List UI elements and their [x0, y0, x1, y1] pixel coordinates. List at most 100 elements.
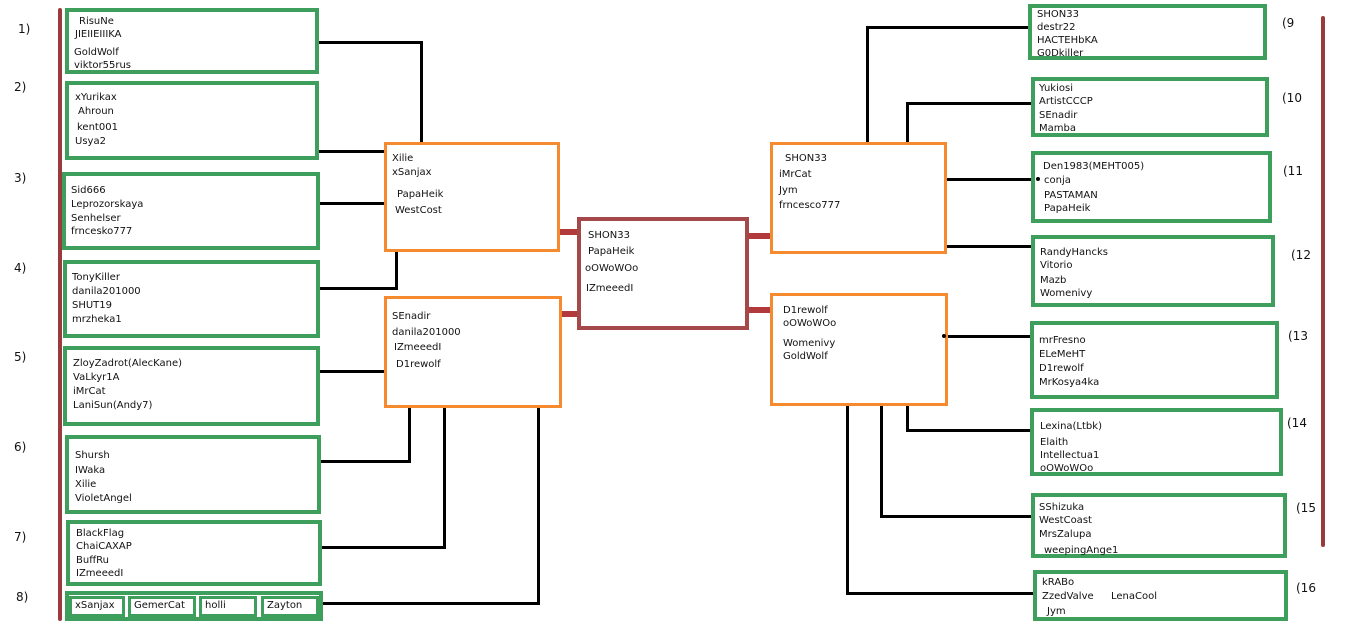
connector-line [318, 546, 446, 549]
group-13-box: mrFresno ELeMeHT D1rewolf MrKosya4ka [1030, 321, 1279, 399]
player-name: VaLkyr1A [73, 372, 120, 383]
player-name: Mamba [1039, 123, 1076, 134]
player-name: Vitorio [1040, 260, 1073, 271]
player-name: GemerCat [128, 596, 196, 617]
player-name: PASTAMAN [1044, 190, 1098, 201]
group-label: (13 [1288, 329, 1308, 343]
group-label: 2) [14, 80, 27, 94]
connector-line [880, 404, 883, 518]
player-name: VioletAngel [75, 493, 132, 504]
group-4-box: TonyKiller danila201000 SHUT19 mrzheka1 [63, 260, 320, 338]
player-name: Sid666 [71, 185, 106, 196]
player-name: Mazb [1040, 275, 1067, 286]
final-connector [559, 311, 581, 317]
final-connector [747, 233, 771, 239]
group-label: 1) [18, 22, 31, 36]
semi-right-top-box: SHON33 iMrCat Jym frncesco777 [770, 142, 947, 254]
group-1-box: RisuNe JIEIIEIIIKA GoldWolf viktor55rus [65, 8, 319, 74]
player-name: SHON33 [588, 230, 630, 241]
player-name: Zayton [261, 596, 319, 617]
group-label: (11 [1283, 164, 1303, 178]
player-name: xYurikax [75, 92, 117, 103]
connector-line [906, 404, 909, 432]
player-name: MrKosya4ka [1039, 377, 1100, 388]
group-16-box: kRABo ZzedValve LenaCool Jym [1033, 570, 1288, 621]
player-name: conja [1044, 175, 1071, 186]
group-label: 5) [14, 350, 27, 364]
player-name: destr22 [1037, 22, 1076, 33]
player-name: SHUT19 [72, 300, 113, 311]
player-name: G0Dkiller [1037, 48, 1084, 59]
semi-left-bottom-box: SEnadir danila201000 IZmeeedI D1rewolf [384, 296, 562, 408]
player-name: Jym [779, 185, 798, 196]
player-name: oOWoWOo [585, 263, 639, 274]
group-label: 6) [14, 440, 27, 454]
final-connector [745, 307, 773, 313]
connector-line [318, 150, 422, 153]
player-name: danila201000 [392, 327, 461, 338]
player-name: frncesko777 [71, 226, 133, 237]
group-10-box: Yukiosi ArtistCCCP SEnadir Mamba [1031, 77, 1269, 137]
player-name: GoldWolf [783, 351, 828, 362]
group-label: (16 [1296, 581, 1316, 595]
player-name: IZmeeedI [586, 283, 634, 294]
connector-line [906, 429, 1032, 432]
player-name: frncesco777 [779, 200, 841, 211]
player-name: weepingAnge1 [1044, 545, 1119, 556]
connector-line [944, 335, 1032, 338]
connector-line [906, 102, 1032, 105]
semi-left-top-box: Xilie xSanjax PapaHeik WestCost [384, 142, 560, 252]
player-name: IZmeeedI [76, 568, 124, 579]
group-label: (12 [1291, 248, 1311, 262]
group-3-box: Sid666 Leprozorskaya Senhelser frncesko7… [62, 172, 320, 250]
connector-line [880, 515, 1032, 518]
right-side-rule [1321, 16, 1325, 547]
player-name: RisuNe [79, 16, 114, 27]
player-name: SHON33 [1037, 9, 1079, 20]
connector-line [866, 26, 869, 144]
player-name: PapaHeik [397, 189, 444, 200]
connector-line [846, 404, 849, 595]
player-name: oOWoWOo [783, 318, 837, 329]
player-name: HACTEHbKA [1037, 35, 1098, 46]
connector-line [906, 102, 909, 144]
group-14-box: Lexina(Ltbk) Elaith Intellectua1 oOWoWOo [1030, 408, 1283, 476]
group-label: 7) [14, 530, 27, 544]
player-name: IWaka [75, 465, 106, 476]
player-name: xSanjax [69, 596, 125, 617]
connector-line [866, 26, 1030, 29]
player-name: Jym [1047, 606, 1066, 617]
player-name: Elaith [1040, 437, 1069, 448]
semi-right-bottom-box: D1rewolf oOWoWOo Womenivy GoldWolf [770, 293, 948, 406]
group-label: 3) [14, 171, 27, 185]
connector-line [318, 41, 422, 44]
group-label: (9 [1282, 16, 1295, 30]
final-box: SHON33 PapaHeik oOWoWOo IZmeeedI [577, 217, 749, 330]
connector-line [318, 370, 386, 373]
player-name: ZzedValve [1042, 591, 1094, 602]
group-5-box: ZloyZadrot(AlecKane) VaLkyr1A iMrCat Lan… [63, 346, 320, 426]
group-label: 8) [16, 590, 29, 604]
player-name: Womenivy [1040, 288, 1093, 299]
connector-line [318, 602, 540, 605]
player-name: D1rewolf [1039, 363, 1084, 374]
player-name: LenaCool [1111, 591, 1158, 602]
player-name: Shursh [75, 450, 110, 461]
final-connector [559, 229, 581, 235]
player-name: kRABo [1042, 577, 1075, 588]
player-name: danila201000 [72, 286, 141, 297]
player-name: SEnadir [392, 311, 431, 322]
group-9-box: SHON33 destr22 HACTEHbKA G0Dkiller [1028, 4, 1267, 60]
player-name: Womenivy [783, 338, 836, 349]
player-name: Yukiosi [1039, 83, 1073, 94]
connector-dot [1036, 177, 1040, 181]
player-name: WestCoast [1039, 515, 1092, 526]
player-name: IZmeeedI [394, 342, 442, 353]
left-side-rule [58, 8, 62, 621]
player-name: Leprozorskaya [71, 199, 144, 210]
connector-line [420, 41, 423, 153]
connector-line [846, 592, 1034, 595]
player-name: iMrCat [779, 169, 812, 180]
group-12-box: RandyHancks Vitorio Mazb Womenivy [1031, 235, 1275, 307]
group-label: (14 [1287, 416, 1307, 430]
